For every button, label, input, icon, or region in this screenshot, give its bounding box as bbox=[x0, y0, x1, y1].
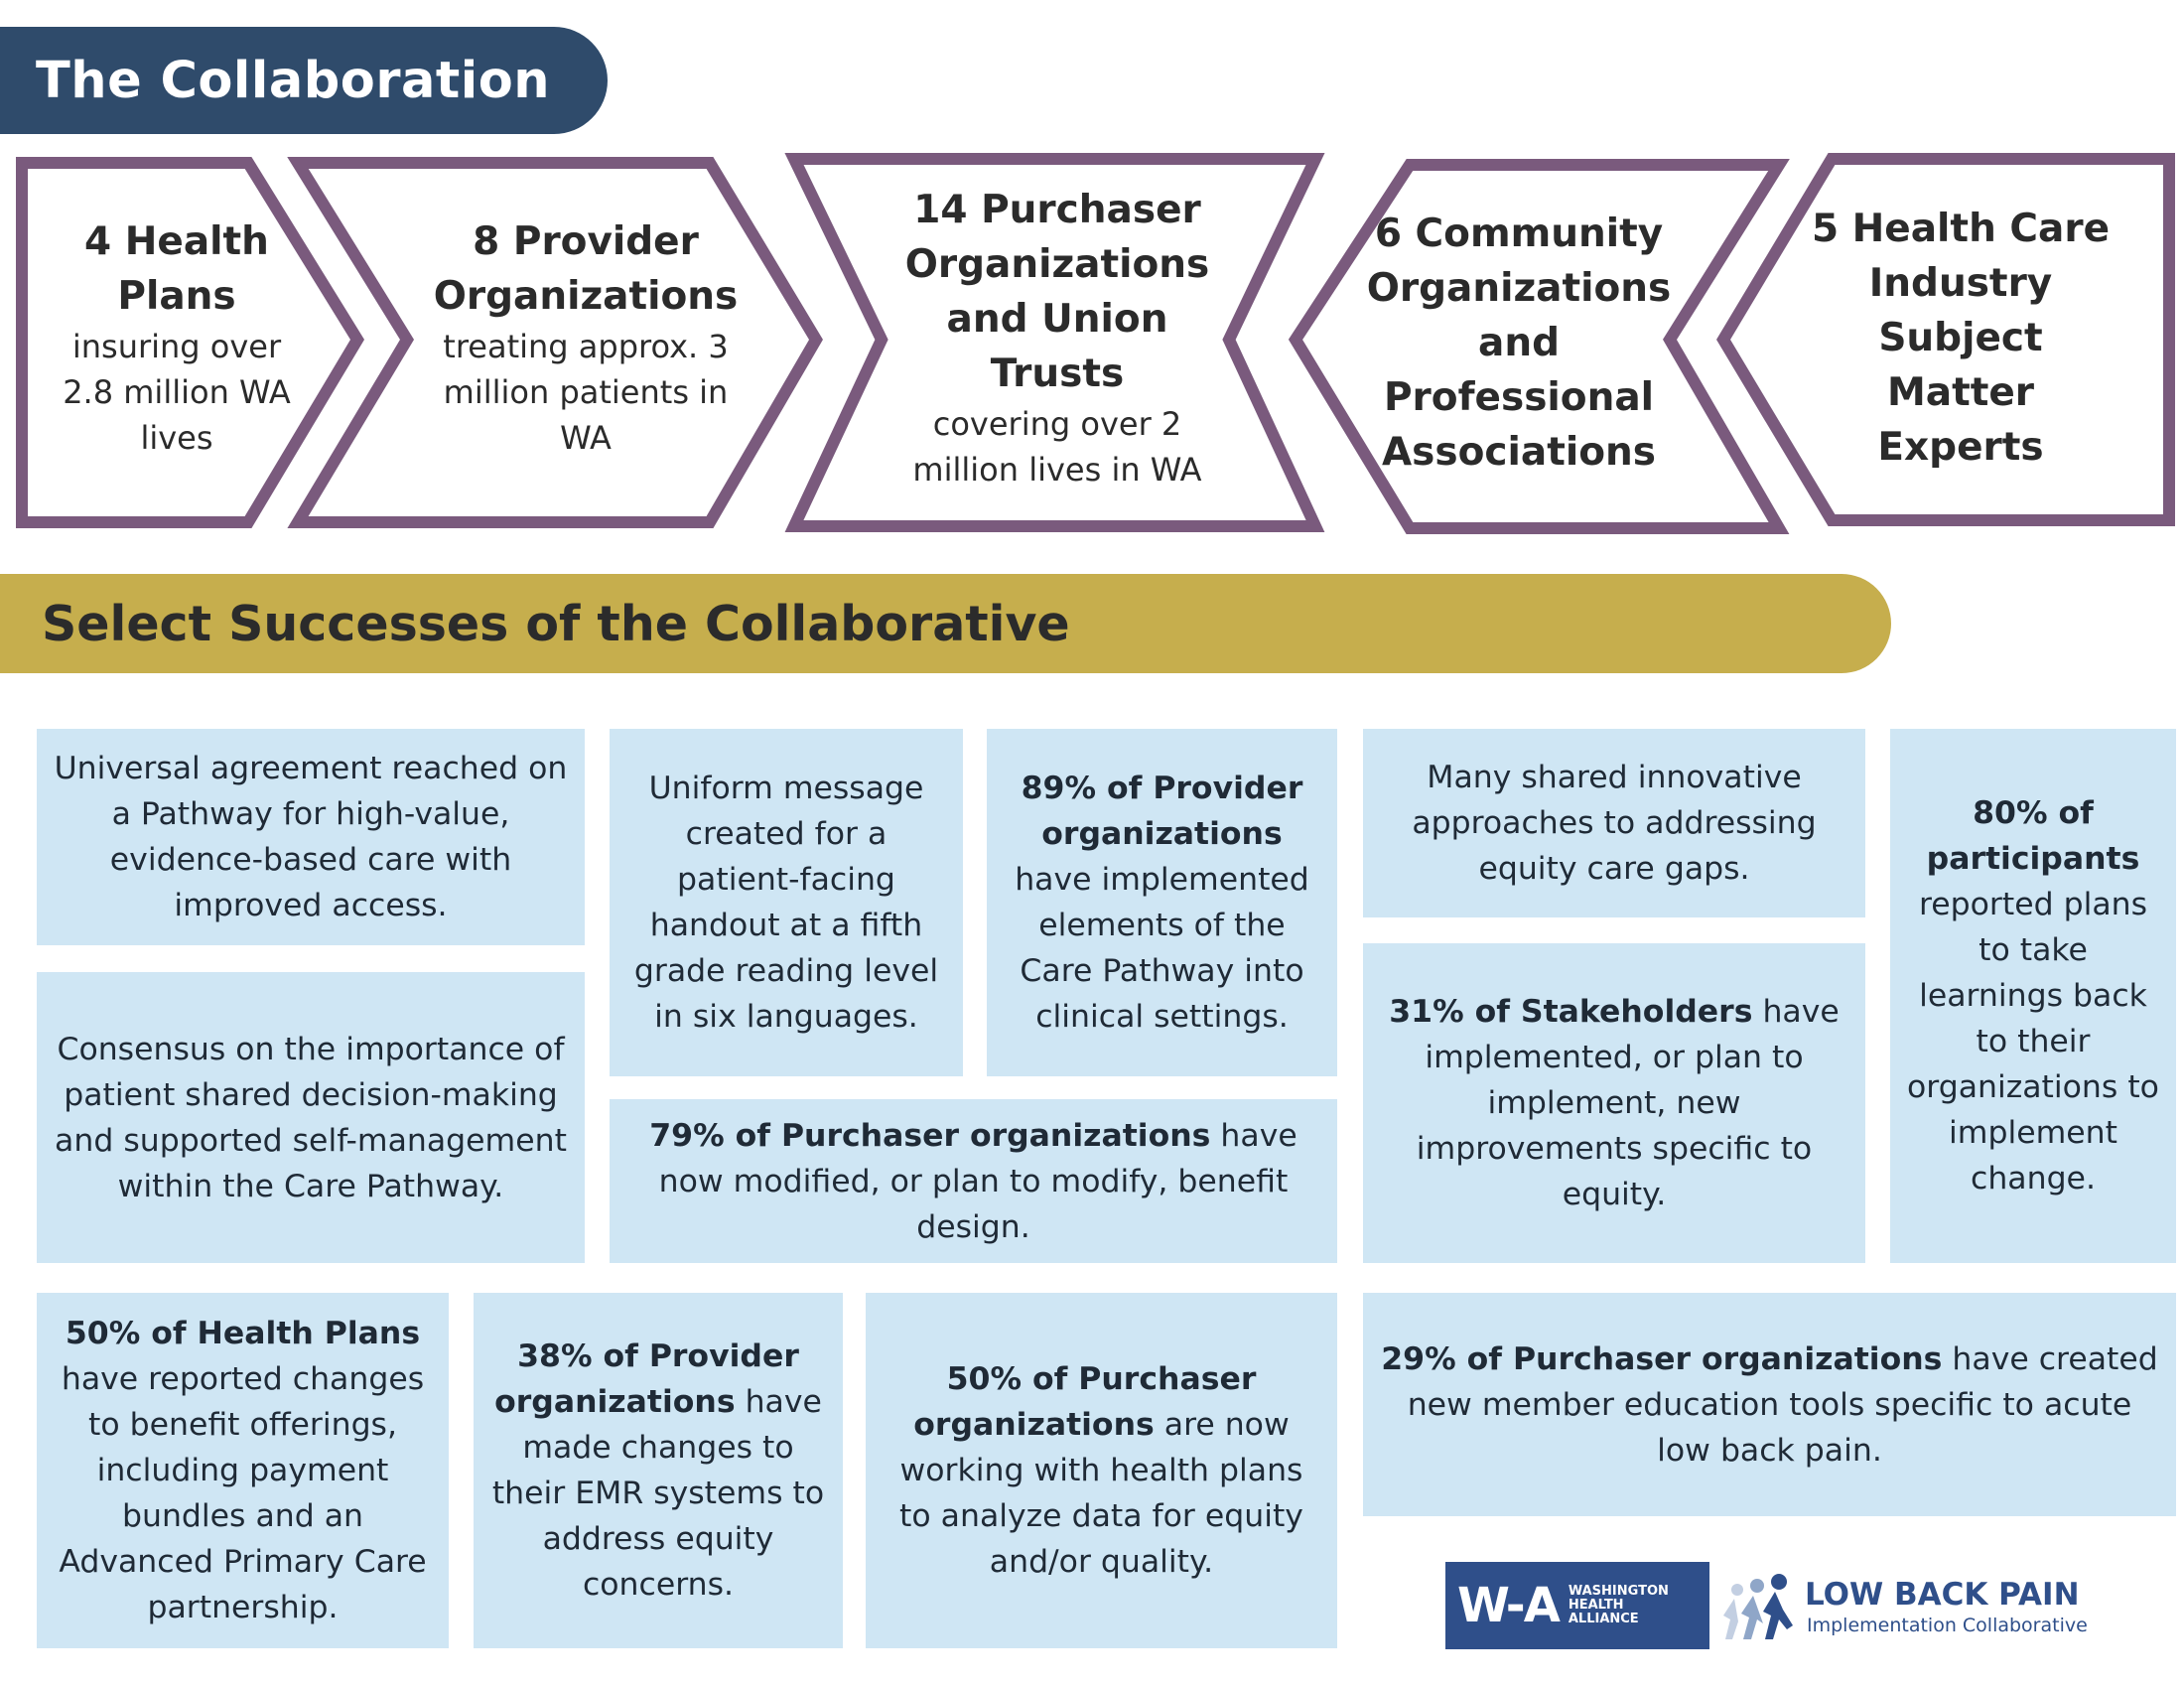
low-back-pain-subtitle: Implementation Collaborative bbox=[1807, 1615, 2088, 1636]
chevron-provider-orgs bbox=[287, 157, 823, 528]
success-consensus: Consensus on the importance of patient s… bbox=[37, 972, 585, 1263]
collab-item-health-plans: 4 Health Plans insuring over 2.8 million… bbox=[48, 184, 306, 492]
chevron-subject-experts bbox=[1716, 153, 2175, 526]
success-equity-approaches: Many shared innovative approaches to add… bbox=[1363, 729, 1865, 917]
chevron-community-orgs bbox=[1288, 159, 1790, 534]
success-50-health-plans: 50% of Health Plans have reported change… bbox=[37, 1293, 449, 1648]
success-universal-agreement: Universal agreement reached on a Pathway… bbox=[37, 729, 585, 945]
collab-item-bold: 14 Purchaser Organizations and Union Tru… bbox=[904, 188, 1210, 396]
collab-item-bold: 4 Health Plans bbox=[84, 219, 269, 319]
collab-item-text: treating approx. 3 million patients in W… bbox=[443, 328, 729, 457]
collaboration-banner: The Collaboration bbox=[0, 27, 608, 134]
collab-item-subject-experts: 5 Health Care Industry Subject Matter Ex… bbox=[1802, 189, 2119, 487]
low-back-pain-icon bbox=[1723, 1574, 1793, 1639]
collab-item-bold: 8 Provider Organizations bbox=[433, 219, 739, 319]
collab-item-bold: 6 Community Organizations and Profession… bbox=[1366, 211, 1672, 475]
success-uniform-message: Uniform message created for a patient-fa… bbox=[610, 729, 963, 1076]
successes-title: Select Successes of the Collaborative bbox=[42, 595, 1070, 652]
low-back-pain-title: LOW BACK PAIN bbox=[1805, 1577, 2080, 1613]
collaboration-title: The Collaboration bbox=[36, 51, 551, 110]
wha-logo-mark: W-A bbox=[1457, 1578, 1561, 1633]
success-29-purchaser: 29% of Purchaser organizations have crea… bbox=[1363, 1293, 2176, 1516]
wha-logo: W-A WASHINGTON HEALTH ALLIANCE bbox=[1445, 1562, 1709, 1649]
collab-item-purchaser-orgs: 14 Purchaser Organizations and Union Tru… bbox=[879, 184, 1236, 492]
success-79-purchaser: 79% of Purchaser organizations have now … bbox=[610, 1099, 1337, 1263]
collab-item-bold: 5 Health Care Industry Subject Matter Ex… bbox=[1811, 206, 2111, 470]
collab-item-community-orgs: 6 Community Organizations and Profession… bbox=[1360, 184, 1678, 501]
success-38-provider: 38% of Provider organizations have made … bbox=[474, 1293, 843, 1648]
successes-banner: Select Successes of the Collaborative bbox=[0, 574, 1891, 673]
success-31-stakeholders: 31% of Stakeholders have implemented, or… bbox=[1363, 943, 1865, 1263]
collab-item-text: covering over 2 million lives in WA bbox=[912, 405, 1202, 489]
success-50-purchaser: 50% of Purchaser organizations are now w… bbox=[866, 1293, 1337, 1648]
wha-logo-text: WASHINGTON HEALTH ALLIANCE bbox=[1568, 1584, 1669, 1626]
collab-item-provider-orgs: 8 Provider Organizations treating approx… bbox=[417, 184, 754, 492]
collab-item-text: insuring over 2.8 million WA lives bbox=[63, 328, 291, 457]
success-80-participants: 80% of participants reported plans to ta… bbox=[1890, 729, 2176, 1263]
chevron-health-plans bbox=[16, 157, 365, 528]
chevron-purchaser-orgs bbox=[784, 153, 1325, 532]
success-89-provider: 89% of Provider organizations have imple… bbox=[987, 729, 1337, 1076]
